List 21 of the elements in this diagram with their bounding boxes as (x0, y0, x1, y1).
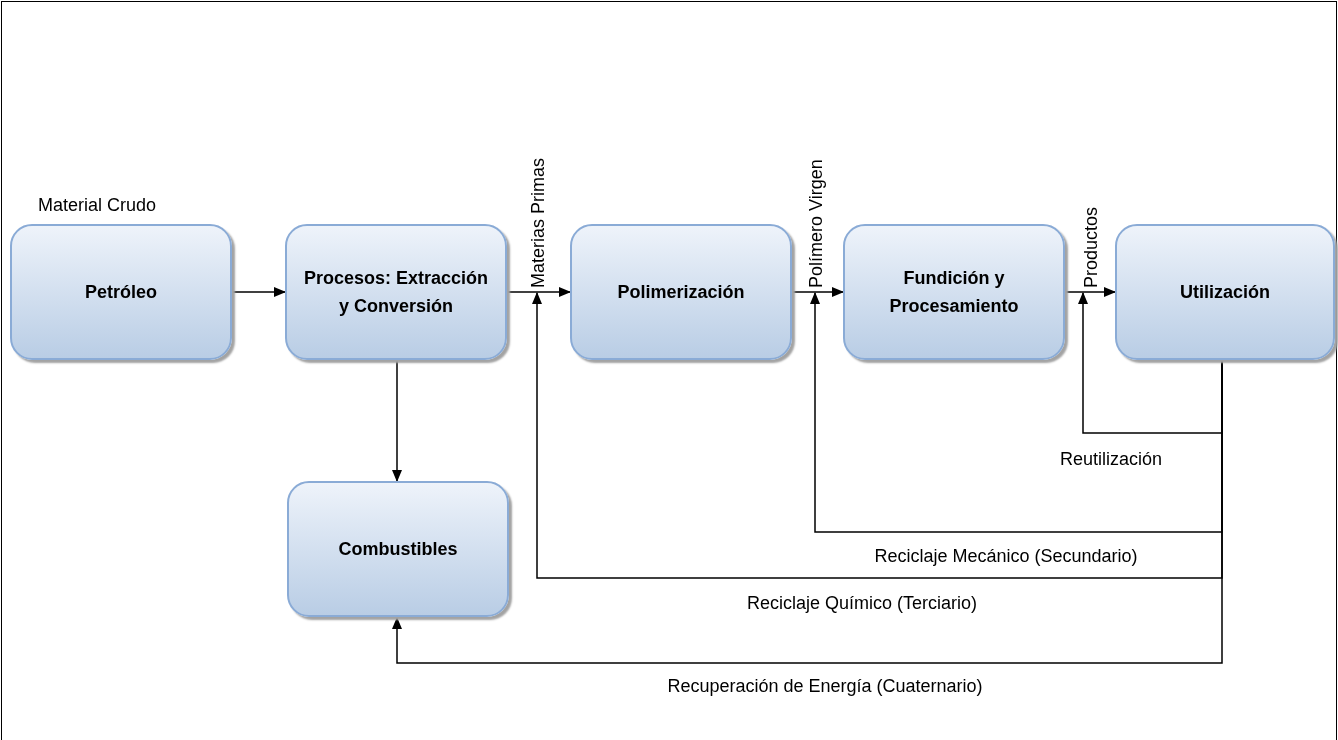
arrow (506, 287, 571, 297)
process-box (843, 224, 1065, 360)
process-box (570, 224, 792, 360)
node-caption: Material Crudo (38, 194, 157, 217)
arrow (231, 287, 286, 297)
box-label: Utilización (1180, 281, 1270, 304)
arrow (791, 287, 844, 297)
box-label: Procesos: Extracción y Conversión (302, 267, 490, 318)
process-box (285, 224, 507, 360)
box-label: Fundición y Procesamiento (888, 267, 1020, 318)
arrow (532, 292, 1223, 579)
arrow (1078, 292, 1223, 434)
process-box (287, 481, 509, 617)
process-box (10, 224, 232, 360)
arrow (810, 292, 1223, 533)
process-box (1115, 224, 1335, 360)
box-label: Polimerización (617, 281, 745, 304)
arrow (392, 359, 402, 482)
box-label: Combustibles (338, 538, 458, 561)
box-label: Petróleo (85, 281, 157, 304)
arrow (1064, 287, 1116, 297)
